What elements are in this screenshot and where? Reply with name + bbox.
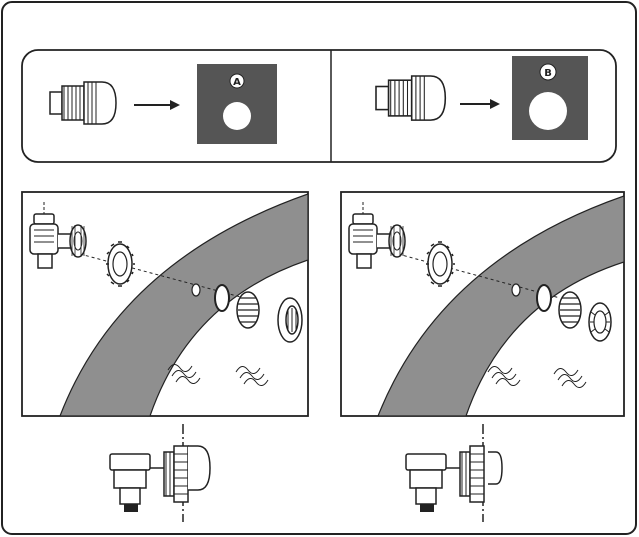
arrow-b-icon (460, 99, 500, 109)
section-b-cap-icon (488, 451, 503, 485)
assembly-panel-b (340, 191, 625, 417)
seal-a-icon (214, 284, 230, 312)
top-panel (21, 49, 617, 163)
assembly-panel-a (21, 191, 309, 417)
inlet-a-icon (236, 291, 260, 329)
section-a (109, 424, 211, 522)
arrow-a-icon (134, 100, 180, 110)
section-b (405, 424, 503, 522)
pool-wall-a (59, 193, 308, 416)
badge-b-icon (539, 63, 557, 81)
cover-a-icon (277, 297, 303, 343)
badge-a-label: A (233, 77, 241, 88)
seal-b-icon (536, 284, 552, 312)
inlet-b-icon (558, 291, 582, 329)
gasket-b-icon (511, 283, 521, 297)
section-a-cover-icon (188, 445, 211, 491)
nut-b-icon (588, 302, 612, 342)
badge-a-icon (229, 73, 245, 89)
hole-box-a: A (197, 64, 277, 144)
gasket-a-icon (191, 283, 201, 297)
pool-wall-b (377, 195, 624, 416)
badge-b-label: B (544, 68, 552, 79)
hole-box-b: B (512, 56, 588, 140)
